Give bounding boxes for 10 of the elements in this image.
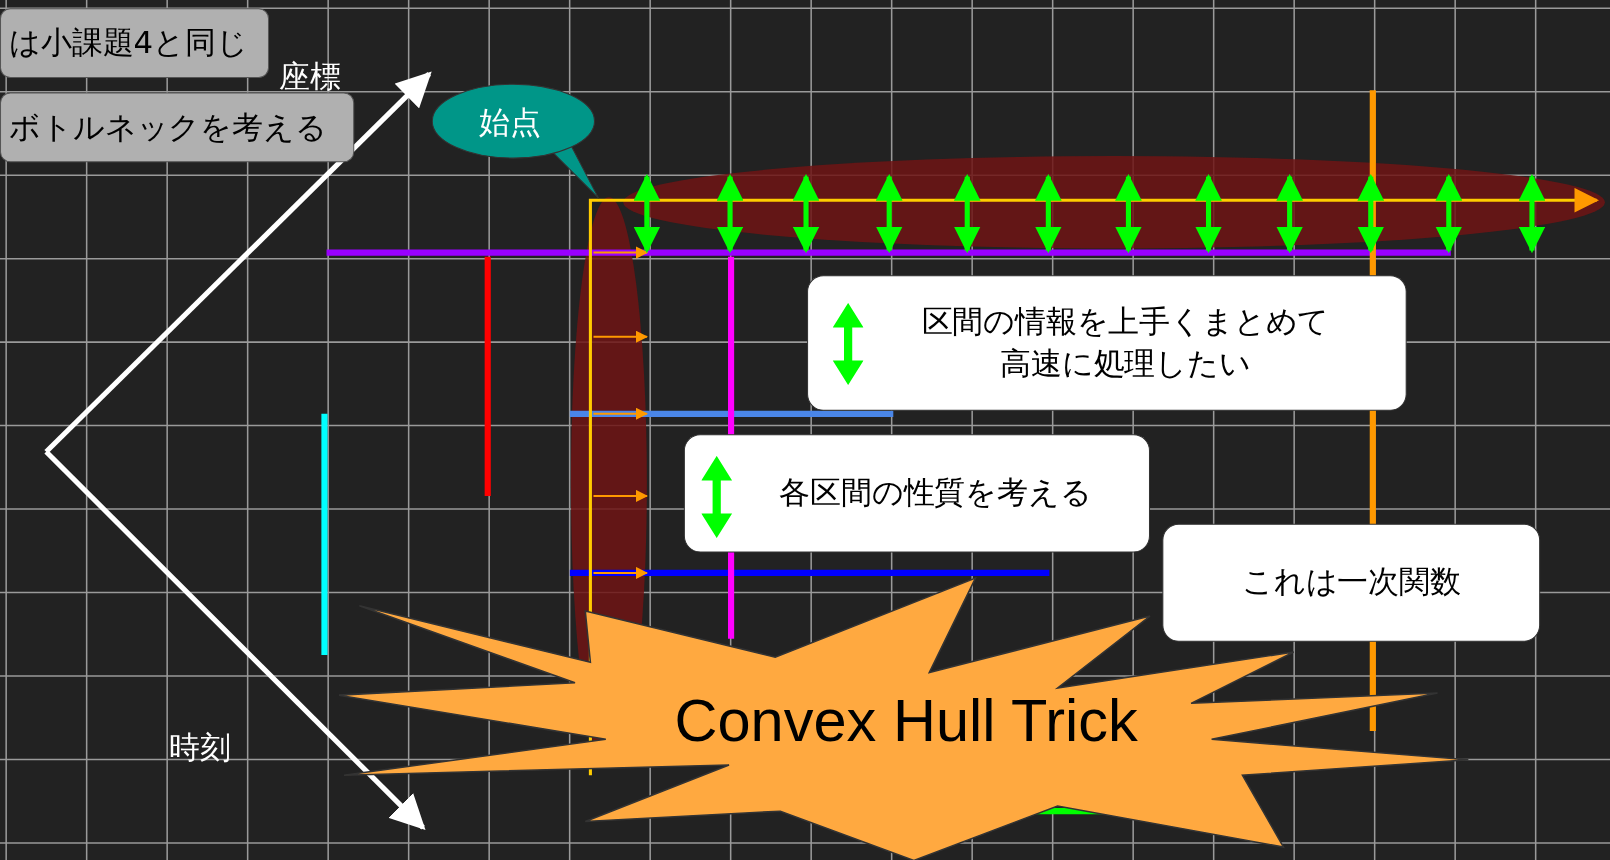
axis-label: 時刻 <box>169 728 232 767</box>
bubble-text: 始点 <box>479 103 541 143</box>
title-text: Convex Hull Trick <box>674 685 1138 755</box>
callout-text: 各区間の性質を考える <box>779 473 1092 513</box>
callout-box: ボトルネックを考える <box>0 92 355 163</box>
callout-box <box>683 434 1150 553</box>
callout-text: 区間の情報を上手くまとめて高速に処理したい <box>920 301 1331 383</box>
callout-box <box>807 275 1407 411</box>
callout-box: は小課題4と同じ <box>0 8 269 79</box>
callout-box: これは一次関数 <box>1162 523 1541 642</box>
